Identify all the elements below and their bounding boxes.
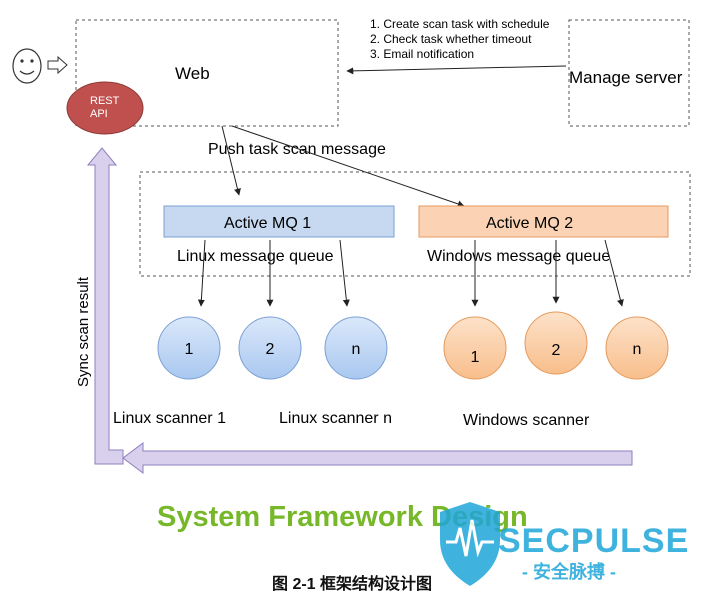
rest-api-label-line2: API [90,108,108,120]
manage-to-web-arrow [346,65,567,75]
sync-result-arrow [122,442,633,474]
linux-node-n-label: n [352,341,361,358]
secpulse-shield-logo [440,502,500,586]
windows-scanner-label: Windows scanner [463,412,590,429]
linux-scanner1-label: Linux scanner 1 [113,410,226,427]
task-item-2: 2. Check task whether timeout [370,32,532,46]
windows-queue-label: Windows message queue [427,248,610,265]
sync-vertical-arrow [86,147,124,465]
linux-node-2-label: 2 [266,341,275,358]
queue-to-node-arrows [197,239,624,307]
linux-queue-label: Linux message queue [177,248,334,265]
watermark-sub: - 安全脉搏 - [522,561,616,582]
user-arrow-icon [47,55,68,75]
windows-node-2 [524,311,588,375]
windows-node-n-label: n [633,341,642,358]
active-mq2-label: Active MQ 2 [486,215,573,232]
linux-scannern-label: Linux scanner n [279,410,392,427]
rest-api-node [66,81,144,135]
rest-api-label-line1: REST [90,95,120,107]
active-mq1-label: Active MQ 1 [224,215,311,232]
active-mq2-box [418,205,669,238]
windows-node-1-label: 1 [471,349,480,366]
linux-node-2 [238,316,302,380]
windows-node-2-label: 2 [552,342,561,359]
task-item-1: 1. Create scan task with schedule [370,17,550,31]
windows-node-n [605,316,669,380]
linux-node-1 [157,316,221,380]
mq-container [139,171,691,277]
push-task-label: Push task scan message [208,141,386,158]
manage-server-label: Manage server [569,68,683,87]
linux-node-1-label: 1 [185,341,194,358]
windows-node-1 [443,316,507,380]
watermark-brand: SECPULSE [498,522,689,560]
user-face-icon [12,48,42,84]
sync-scan-result-label: Sync scan result [75,276,92,387]
web-box [75,19,339,127]
figure-caption: 图 2-1 框架结构设计图 [272,574,432,593]
web-to-mq1-arrow [221,125,241,196]
web-label: Web [175,64,210,83]
linux-node-n [324,316,388,380]
active-mq1-box [163,205,395,238]
task-item-3: 3. Email notification [370,47,474,61]
web-to-mq2-arrow [231,125,465,208]
manage-server-box [568,19,690,127]
